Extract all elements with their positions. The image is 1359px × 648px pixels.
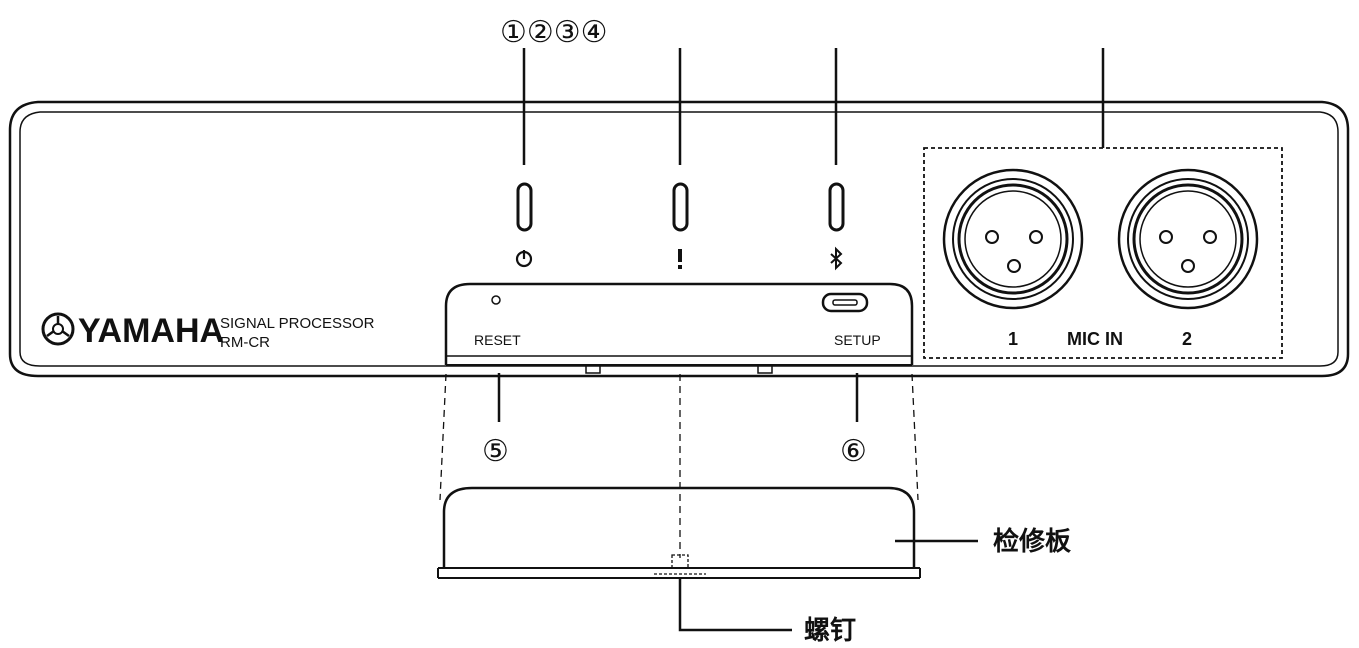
setup-label: SETUP bbox=[834, 332, 881, 348]
projection-lines bbox=[439, 373, 919, 558]
mic-in-area bbox=[923, 147, 1283, 359]
status-leds bbox=[516, 182, 845, 232]
model-name: RM-CR bbox=[220, 334, 270, 351]
xlr-connector-icon[interactable] bbox=[1117, 168, 1259, 310]
mic-2-label: 2 bbox=[1182, 329, 1192, 349]
yamaha-logo-icon bbox=[41, 312, 75, 346]
product-line: SIGNAL PROCESSOR bbox=[220, 315, 375, 332]
leader-lines-top bbox=[522, 48, 1105, 165]
callout-5: ⑤ bbox=[482, 434, 509, 469]
callout-1-2-3-4: ①②③④ bbox=[500, 15, 608, 50]
brand-name: YAMAHA bbox=[78, 312, 224, 350]
alert-led bbox=[672, 182, 689, 232]
reset-button[interactable] bbox=[491, 295, 501, 305]
usb-port-icon[interactable] bbox=[821, 292, 869, 313]
mic-in-label: MIC IN bbox=[1067, 329, 1123, 349]
bluetooth-icon bbox=[830, 246, 843, 271]
xlr-connector-icon[interactable] bbox=[942, 168, 1084, 310]
power-icon bbox=[515, 250, 533, 268]
alert-icon bbox=[678, 249, 682, 269]
access-panel-label: 检修板 bbox=[993, 526, 1071, 557]
callout-6: ⑥ bbox=[840, 434, 867, 469]
screw-icon bbox=[654, 554, 706, 575]
power-led bbox=[516, 182, 533, 232]
access-panel-detached bbox=[437, 486, 921, 579]
screw-label: 螺钉 bbox=[804, 616, 856, 646]
mic-1-label: 1 bbox=[1008, 329, 1018, 349]
access-panel-installed bbox=[444, 282, 914, 374]
reset-label: RESET bbox=[474, 332, 521, 348]
bluetooth-led bbox=[828, 182, 845, 232]
device-body bbox=[8, 100, 1350, 378]
leader-line-screw bbox=[678, 578, 792, 632]
